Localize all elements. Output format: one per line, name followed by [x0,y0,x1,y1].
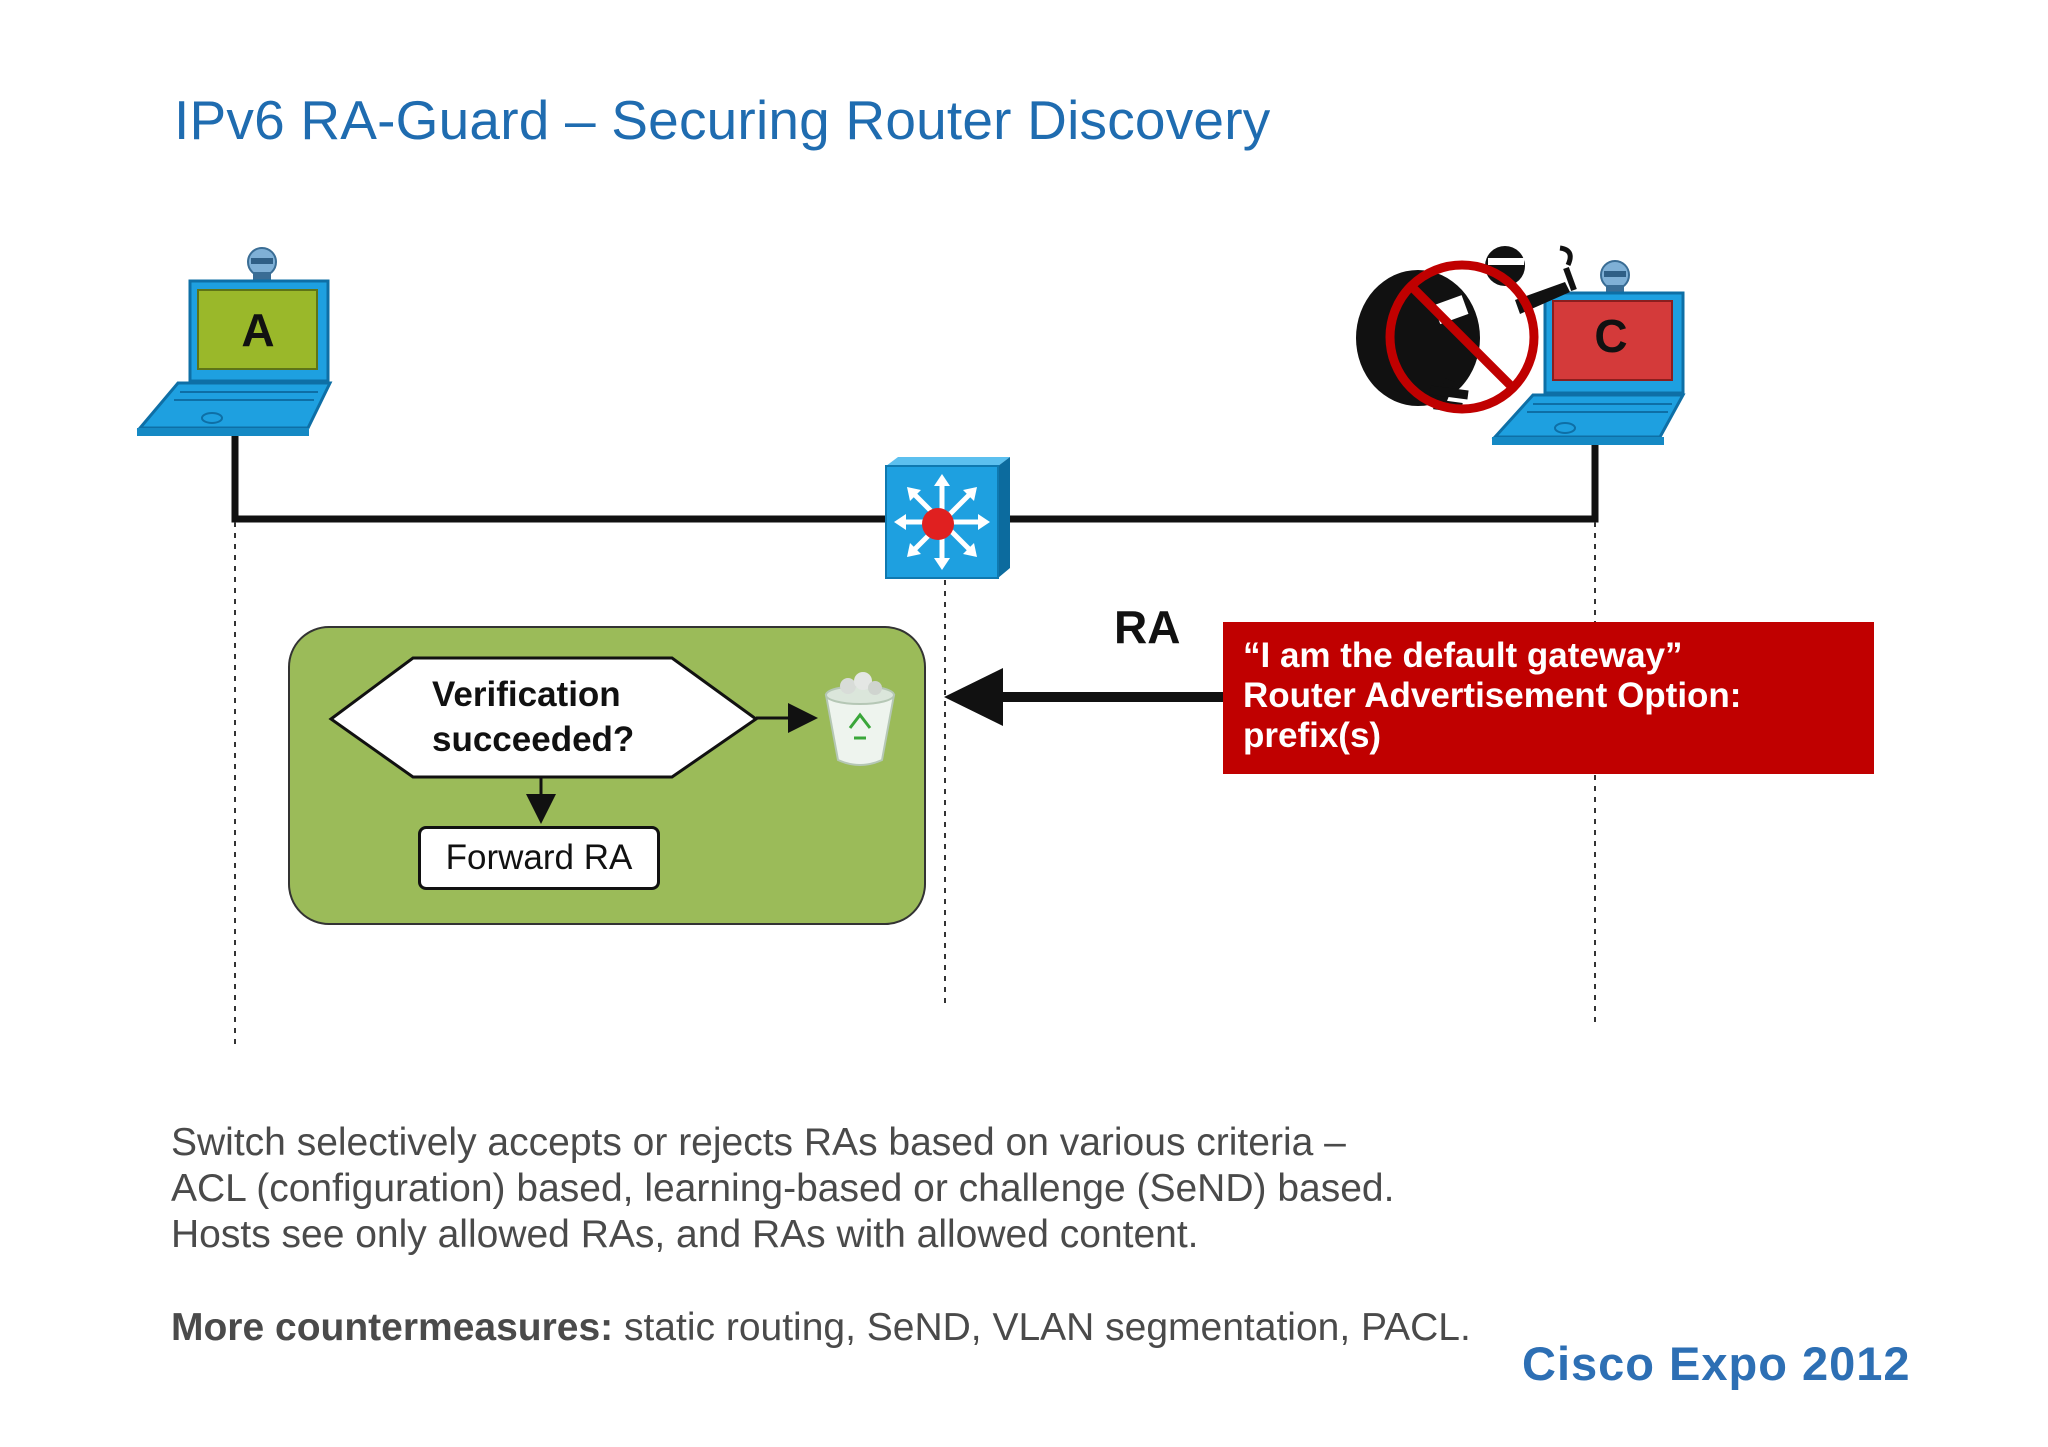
countermeasures-line: More countermeasures: static routing, Se… [171,1306,1471,1350]
callout-line-1: “I am the default gateway” [1243,636,1683,675]
prohibited-icon [1385,260,1539,414]
decision-text: Verification succeeded? [432,672,634,762]
ra-arrow-head [944,668,1003,726]
ra-label: RA [1114,601,1181,653]
countermeasures-heading: More countermeasures: [171,1306,614,1349]
callout-line-2: Router Advertisement Option: [1243,676,1742,715]
recycle-bin-icon [824,672,896,766]
callout-line-3: prefix(s) [1243,716,1382,755]
description-line-3: Hosts see only allowed RAs, and RAs with… [171,1213,1199,1256]
countermeasures-text: static routing, SeND, VLAN segmentation,… [613,1306,1471,1349]
decision-line-2: succeeded? [432,720,635,759]
rogue-ra-callout: “I am the default gateway” Router Advert… [1223,622,1874,774]
host-c-label: C [1594,310,1627,362]
brand-logo: Cisco Expo 2012 [1522,1337,1911,1390]
description-line-1: Switch selectively accepts or rejects RA… [171,1121,1346,1164]
forward-ra-box: Forward RA [418,826,660,890]
decision-line-1: Verification [432,675,621,714]
description-line-2: ACL (configuration) based, learning-base… [171,1167,1395,1210]
slide-title: IPv6 RA-Guard – Securing Router Discover… [174,89,1271,151]
laptop-icon [1491,260,1686,445]
description: Switch selectively accepts or rejects RA… [171,1120,1394,1258]
switch-icon [885,457,1010,579]
host-a-label: A [241,304,274,356]
laptop-icon [136,247,333,436]
